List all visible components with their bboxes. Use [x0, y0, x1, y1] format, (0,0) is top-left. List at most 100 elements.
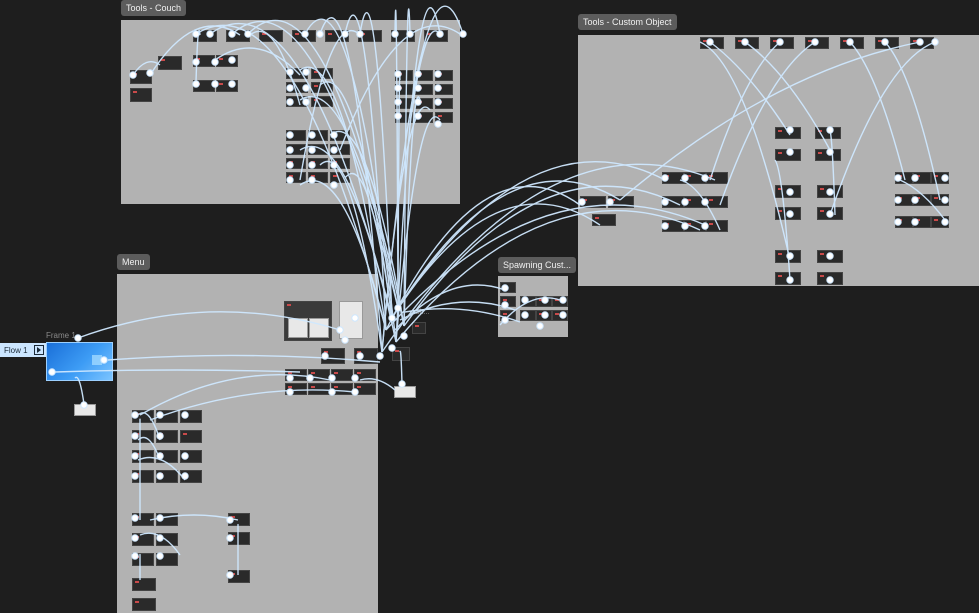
frame-thumbnail[interactable]: [520, 296, 536, 307]
frame-thumbnail[interactable]: [132, 533, 154, 546]
frame-thumbnail[interactable]: [286, 158, 306, 169]
frame-thumbnail[interactable]: [130, 88, 152, 102]
frame-thumbnail[interactable]: [817, 207, 843, 220]
frame-thumbnail[interactable]: [684, 220, 706, 232]
frame-thumbnail[interactable]: [435, 112, 453, 123]
frame-thumbnail[interactable]: [910, 37, 934, 49]
section-label-tools-custom-object[interactable]: Tools - Custom Object: [578, 14, 677, 30]
frame-thumbnail[interactable]: [805, 37, 829, 49]
frame-thumbnail[interactable]: [228, 513, 250, 526]
connection-node[interactable]: [459, 30, 467, 38]
frame-thumbnail[interactable]: [286, 68, 308, 79]
frame-thumbnail[interactable]: [226, 30, 250, 42]
frame-thumbnail[interactable]: [415, 70, 433, 81]
frame-thumbnail[interactable]: [132, 513, 154, 526]
frame-thumbnail[interactable]: [358, 30, 382, 42]
frame-thumbnail[interactable]: [330, 144, 350, 155]
frame-thumbnail[interactable]: [308, 369, 330, 381]
frame-thumbnail[interactable]: [700, 37, 724, 49]
frame-thumbnail[interactable]: [775, 207, 801, 220]
frame-thumbnail[interactable]: [580, 196, 606, 208]
frame-thumbnail[interactable]: [286, 82, 308, 93]
frame-thumbnail[interactable]: [735, 37, 759, 49]
frame-thumbnail[interactable]: [193, 55, 215, 67]
frame-thumbnail[interactable]: [228, 570, 250, 583]
frame-thumbnail[interactable]: [395, 84, 413, 95]
frame-thumbnail[interactable]: [216, 55, 238, 67]
frame-thumbnail[interactable]: [311, 82, 333, 93]
frame-thumbnail[interactable]: [913, 172, 931, 184]
frame-thumbnail[interactable]: [216, 80, 238, 92]
frame-thumbnail[interactable]: [392, 347, 410, 361]
frame-thumbnail[interactable]: [931, 216, 949, 228]
frame-thumbnail[interactable]: [895, 216, 913, 228]
frame-thumbnail[interactable]: [775, 127, 801, 139]
play-icon[interactable]: [33, 345, 44, 355]
frame-thumbnail[interactable]: [259, 30, 283, 42]
frame-thumbnail[interactable]: [156, 553, 178, 566]
frame-thumbnail[interactable]: [156, 533, 178, 546]
frame-thumbnail[interactable]: [395, 98, 413, 109]
frame-thumbnail[interactable]: [132, 598, 156, 611]
frame-thumbnail[interactable]: [931, 172, 949, 184]
frame-thumbnail[interactable]: [415, 84, 433, 95]
frame-thumbnail[interactable]: [285, 383, 307, 395]
frame-thumbnail[interactable]: [180, 450, 202, 463]
frame-thumbnail[interactable]: [913, 216, 931, 228]
frame-thumbnail[interactable]: [395, 70, 413, 81]
frame-thumbnail[interactable]: [706, 196, 728, 208]
frame-thumbnail[interactable]: [156, 430, 178, 443]
frame-thumbnail[interactable]: [286, 172, 306, 183]
frame-thumbnail[interactable]: [330, 172, 350, 183]
frame-thumbnail[interactable]: [132, 578, 156, 591]
frame-thumbnail[interactable]: [875, 37, 899, 49]
frame-thumbnail[interactable]: [770, 37, 794, 49]
frame-thumbnail[interactable]: [520, 310, 536, 321]
connection-node[interactable]: [400, 332, 408, 340]
frame-thumbnail[interactable]: [706, 220, 728, 232]
frame-thumbnail[interactable]: [552, 296, 568, 307]
frame-thumbnail[interactable]: [158, 56, 182, 70]
frame-thumbnail[interactable]: [500, 310, 516, 321]
frame-thumbnail[interactable]: [412, 322, 426, 334]
section-label-spawning-custom[interactable]: Spawning Cust...: [498, 257, 577, 273]
frame-thumbnail[interactable]: [840, 37, 864, 49]
section-label-menu[interactable]: Menu: [117, 254, 150, 270]
frame-thumbnail[interactable]: [292, 30, 316, 42]
frame-thumbnail[interactable]: [394, 386, 416, 398]
frame-thumbnail[interactable]: [424, 30, 448, 42]
frame-thumbnail[interactable]: [592, 214, 616, 226]
frame-thumbnail[interactable]: [285, 369, 307, 381]
frame-thumbnail[interactable]: [193, 80, 215, 92]
frame-thumbnail[interactable]: [354, 383, 376, 395]
frame-thumbnail[interactable]: [193, 30, 217, 42]
frame-thumbnail[interactable]: [608, 196, 634, 208]
frame-thumbnail[interactable]: [132, 470, 154, 483]
frame-thumbnail[interactable]: [435, 98, 453, 109]
frame-thumbnail[interactable]: [817, 250, 843, 263]
flow-start-tag[interactable]: Flow 1: [0, 343, 47, 357]
frame-thumbnail[interactable]: [130, 70, 152, 84]
frame-thumbnail[interactable]: [662, 196, 684, 208]
frame-thumbnail[interactable]: [775, 149, 801, 161]
frame-thumbnail[interactable]: [308, 130, 328, 141]
frame-thumbnail[interactable]: [132, 553, 154, 566]
frame-thumbnail[interactable]: [415, 112, 433, 123]
frame-thumbnail[interactable]: [706, 172, 728, 184]
section-label-tools-couch[interactable]: Tools - Couch: [121, 0, 187, 16]
frame-thumbnail[interactable]: [156, 513, 178, 526]
frame-thumbnail[interactable]: [536, 296, 552, 307]
frame-thumbnail[interactable]: [339, 301, 363, 339]
connection-node[interactable]: [388, 314, 396, 322]
frame-thumbnail[interactable]: [817, 272, 843, 285]
frame-thumbnail[interactable]: [552, 310, 568, 321]
frame-thumbnail[interactable]: [330, 158, 350, 169]
connection-node[interactable]: [394, 304, 402, 312]
frame-thumbnail[interactable]: [132, 450, 154, 463]
frame-thumbnail[interactable]: [354, 369, 376, 381]
frame-thumbnail[interactable]: [662, 172, 684, 184]
frame-thumbnail[interactable]: [156, 470, 178, 483]
frame-thumbnail[interactable]: [228, 532, 250, 545]
frame-thumbnail[interactable]: [415, 98, 433, 109]
frame-thumbnail[interactable]: [354, 348, 378, 364]
